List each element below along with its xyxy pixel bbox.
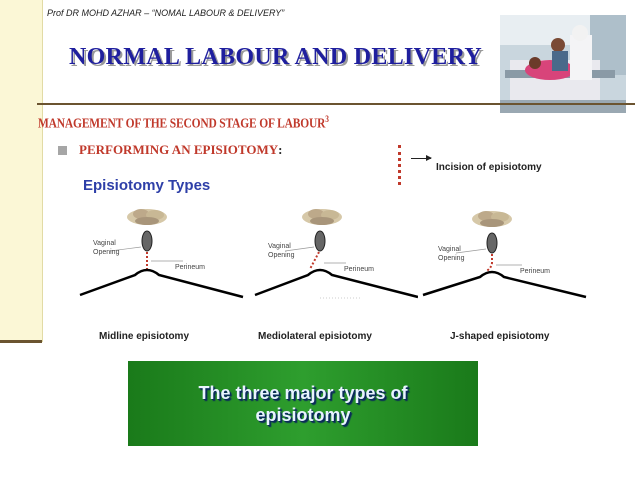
perineum-label: Perineum xyxy=(175,264,205,271)
opening-label: Opening xyxy=(268,252,295,259)
types-heading: Episiotomy Types xyxy=(83,177,211,194)
pubic-hair-icon xyxy=(127,209,167,225)
bullet-text: PERFORMING AN EPISIOTOMY xyxy=(79,142,279,157)
subtitle-superscript: 3 xyxy=(325,114,329,124)
section-subtitle: MANAGEMENT OF THE SECOND STAGE OF LABOUR… xyxy=(38,114,329,133)
bullet-colon: : xyxy=(278,142,283,157)
subtitle-text: MANAGEMENT OF THE SECOND STAGE OF LABOUR xyxy=(38,116,326,132)
perineum-label: Perineum xyxy=(344,266,374,273)
banner-text: The three major types of episiotomy xyxy=(198,382,408,425)
perineum-label: Perineum xyxy=(520,268,550,275)
j-shaped-caption: J-shaped episiotomy xyxy=(450,331,550,342)
perineum-outline xyxy=(422,270,587,299)
incision-legend-dotted-line xyxy=(398,145,401,185)
vaginal-label: Vaginal xyxy=(268,243,291,250)
square-bullet-icon xyxy=(58,145,67,155)
left-bar-divider xyxy=(0,340,42,343)
bullet-item: PERFORMING AN EPISIOTOMY : xyxy=(58,142,282,158)
midline-caption: Midline episiotomy xyxy=(99,331,190,342)
hospital-photo xyxy=(500,15,626,113)
summary-banner: The three major types of episiotomy xyxy=(128,361,478,446)
incision-legend-label: Incision of episiotomy xyxy=(436,162,542,173)
vaginal-opening-shape xyxy=(486,232,498,254)
pubic-hair-icon xyxy=(302,209,342,225)
opening-label: Opening xyxy=(438,255,465,262)
incision-line xyxy=(309,251,320,270)
vaginal-label: Vaginal xyxy=(438,246,461,253)
vaginal-opening-shape xyxy=(314,230,326,252)
vaginal-label: Vaginal xyxy=(93,240,116,247)
perineum-outline xyxy=(79,268,244,299)
pubic-hair-icon xyxy=(472,211,512,227)
midline-diagram: Vaginal Opening Perineum xyxy=(75,203,245,318)
title-divider xyxy=(37,103,635,105)
vaginal-opening-shape xyxy=(141,230,153,252)
j-shaped-diagram: Vaginal Opening Perineum xyxy=(418,203,588,318)
slide-title: NORMAL LABOUR AND DELIVERY xyxy=(69,44,482,70)
header-credit: Prof DR MOHD AZHAR – “NOMAL LABOUR & DEL… xyxy=(47,8,285,18)
incision-line xyxy=(485,254,493,272)
opening-label: Opening xyxy=(93,249,120,256)
left-sidebar-strip xyxy=(0,0,43,342)
mediolateral-diagram: Vaginal Opening Perineum xyxy=(250,203,420,318)
arrow-right-icon xyxy=(411,155,432,161)
perineum-outline xyxy=(254,268,419,299)
mediolateral-caption: Mediolateral episiotomy xyxy=(258,331,372,342)
